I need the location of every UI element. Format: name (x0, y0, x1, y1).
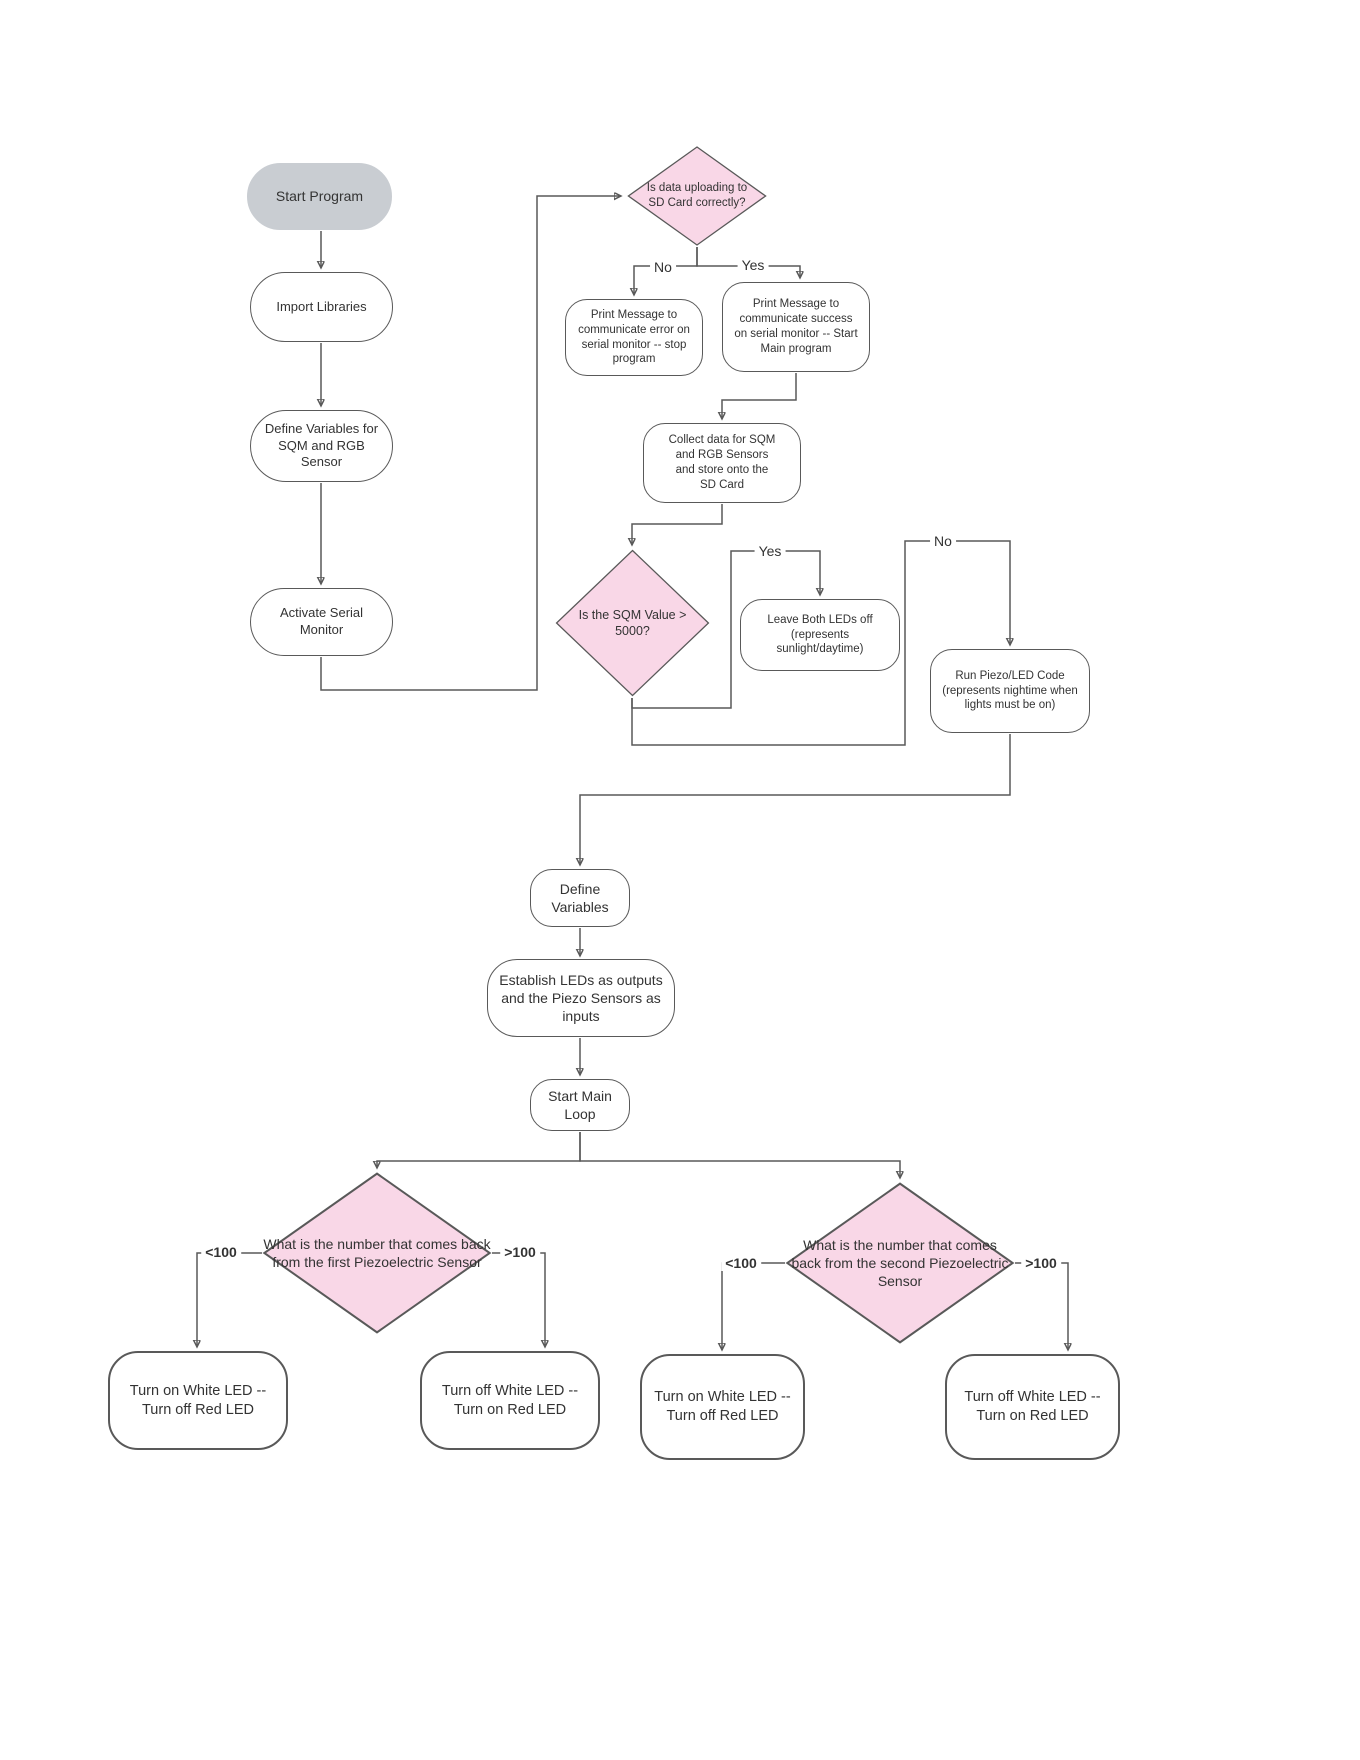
edge-label-no-top: No (650, 259, 676, 275)
edge-label-yes-top: Yes (737, 257, 769, 273)
edge-piezo-to-define-vars (580, 734, 1011, 865)
edge-success-to-collect (722, 373, 797, 419)
node-define-variables: Define Variables (530, 869, 630, 927)
node-run-piezo-code: Run Piezo/LED Code (represents nightime … (930, 649, 1090, 733)
edge-label-gt100-first: >100 (500, 1244, 540, 1260)
diamond-shape (627, 146, 767, 246)
node-leave-leds-off: Leave Both LEDs off (represents sunlight… (740, 599, 900, 671)
decision-sd-upload: Is data uploading to SD Card correctly? (627, 146, 767, 246)
edge-loop-to-second-diamond (579, 1132, 900, 1178)
node-collect-data: Collect data for SQM and RGB Sensors and… (643, 423, 801, 503)
edge-loop-to-first-diamond (377, 1132, 581, 1168)
edge-label-no-sqm: No (930, 533, 956, 549)
diamond-shape (785, 1182, 1015, 1344)
node-second-white-off: Turn off White LED -- Turn on Red LED (945, 1354, 1120, 1460)
node-first-white-on: Turn on White LED -- Turn off Red LED (108, 1351, 288, 1450)
node-start-main-loop: Start Main Loop (530, 1079, 630, 1131)
diamond-shape (262, 1172, 492, 1334)
edge-second-lt100 (722, 1262, 785, 1350)
node-print-success: Print Message to communicate success on … (722, 282, 870, 372)
edge-activate-to-sd-check (320, 196, 621, 691)
node-establish-leds: Establish LEDs as outputs and the Piezo … (487, 959, 675, 1037)
edge-label-yes-sqm: Yes (754, 543, 786, 559)
edge-collect-to-sqm-check (632, 504, 723, 545)
node-define-variables-sensors: Define Variables for SQM and RGB Sensor (250, 410, 393, 482)
node-print-error: Print Message to communicate error on se… (565, 299, 703, 376)
edge-label-gt100-second: >100 (1021, 1255, 1061, 1271)
edge-second-gt100 (1015, 1262, 1068, 1350)
edge-first-lt100 (197, 1252, 262, 1347)
node-activate-serial-monitor: Activate Serial Monitor (250, 588, 393, 656)
edge-sqm-no (631, 540, 1010, 746)
decision-second-piezo: What is the number that comes back from … (785, 1182, 1015, 1344)
decision-sqm-value: Is the SQM Value > 5000? (555, 549, 710, 697)
node-import-libraries: Import Libraries (250, 272, 393, 342)
node-first-white-off: Turn off White LED -- Turn on Red LED (420, 1351, 600, 1450)
edge-first-gt100 (492, 1252, 545, 1347)
edge-label-lt100-first: <100 (201, 1244, 241, 1260)
edge-label-lt100-second: <100 (721, 1255, 761, 1271)
decision-first-piezo: What is the number that comes back from … (262, 1172, 492, 1334)
node-start-program: Start Program (247, 163, 392, 230)
diamond-shape (555, 549, 710, 697)
node-second-white-on: Turn on White LED -- Turn off Red LED (640, 1354, 805, 1460)
